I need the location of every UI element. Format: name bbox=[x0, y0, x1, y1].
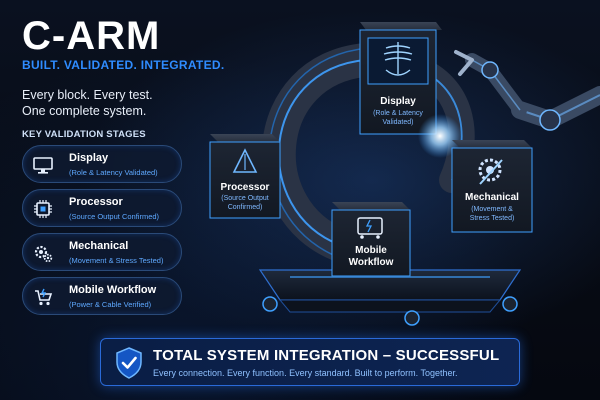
stage-name: Display bbox=[69, 152, 109, 164]
robot-arm bbox=[454, 50, 600, 131]
mobile-workflow-block: Mobile Workflow bbox=[331, 202, 411, 277]
mobile-block-title-2: Workflow bbox=[349, 257, 394, 268]
mobile-cart-icon bbox=[357, 217, 383, 239]
mechanical-block-sub-1: (Movement & bbox=[471, 206, 513, 213]
cart-icon bbox=[35, 288, 53, 306]
processor-block-sub-1: (Source Output bbox=[221, 195, 269, 202]
triangle-icon bbox=[232, 148, 258, 173]
stage-sub: (Role & Latency Validated) bbox=[69, 168, 158, 177]
integration-banner: TOTAL SYSTEM INTEGRATION – SUCCESSFUL Ev… bbox=[100, 338, 520, 386]
mobile-block-title-1: Mobile bbox=[355, 245, 387, 256]
stage-name: Mechanical bbox=[69, 240, 129, 252]
display-block-title: Display bbox=[380, 96, 416, 107]
stage-name: Mobile Workflow bbox=[69, 284, 157, 296]
processor-block-title: Processor bbox=[221, 182, 270, 193]
shield-check-icon bbox=[116, 347, 142, 379]
processor-block: Processor (Source Output Confirmed) bbox=[209, 134, 281, 219]
mechanical-block: Mechanical (Movement & Stress Tested) bbox=[451, 140, 533, 233]
stage-item-display: Display (Role & Latency Validated) bbox=[22, 145, 182, 183]
stage-item-mechanical: Mechanical (Movement & Stress Tested) bbox=[22, 233, 182, 271]
tagline: BUILT. VALIDATED. INTEGRATED. bbox=[22, 58, 225, 72]
display-block-sub-1: (Role & Latency bbox=[373, 110, 423, 117]
spark-glow bbox=[418, 114, 462, 158]
monitor-icon bbox=[33, 157, 53, 174]
display-block-sub-2: Validated) bbox=[382, 119, 413, 126]
mobile-base bbox=[258, 269, 522, 326]
mechanical-block-sub-2: Stress Tested) bbox=[470, 215, 515, 222]
intro-line-1: Every block. Every test. bbox=[22, 88, 153, 102]
c-arm-illustration: Display (Role & Latency Validated) Proce… bbox=[209, 22, 600, 326]
stage-sub: (Power & Cable Verified) bbox=[69, 300, 152, 309]
display-block: Display (Role & Latency Validated) bbox=[359, 22, 442, 135]
stage-item-processor: Processor (Source Output Confirmed) bbox=[22, 189, 182, 227]
stage-sub: (Source Output Confirmed) bbox=[69, 212, 160, 221]
banner-subtitle: Every connection. Every function. Every … bbox=[153, 368, 458, 378]
stage-item-mobile-workflow: Mobile Workflow (Power & Cable Verified) bbox=[22, 277, 182, 315]
stage-name: Processor bbox=[69, 196, 123, 208]
chip-icon bbox=[34, 200, 52, 218]
stage-sub: (Movement & Stress Tested) bbox=[69, 256, 164, 265]
xray-icon bbox=[383, 42, 413, 76]
banner-title: TOTAL SYSTEM INTEGRATION – SUCCESSFUL bbox=[153, 347, 500, 364]
page-title: C-ARM bbox=[22, 14, 161, 58]
intro-line-2: One complete system. bbox=[22, 104, 147, 118]
processor-block-sub-2: Confirmed) bbox=[228, 204, 263, 211]
gear-wrench-icon bbox=[478, 158, 503, 185]
mechanical-block-title: Mechanical bbox=[465, 192, 519, 203]
stages-heading: KEY VALIDATION STAGES bbox=[22, 129, 146, 140]
gears-icon bbox=[34, 245, 53, 263]
